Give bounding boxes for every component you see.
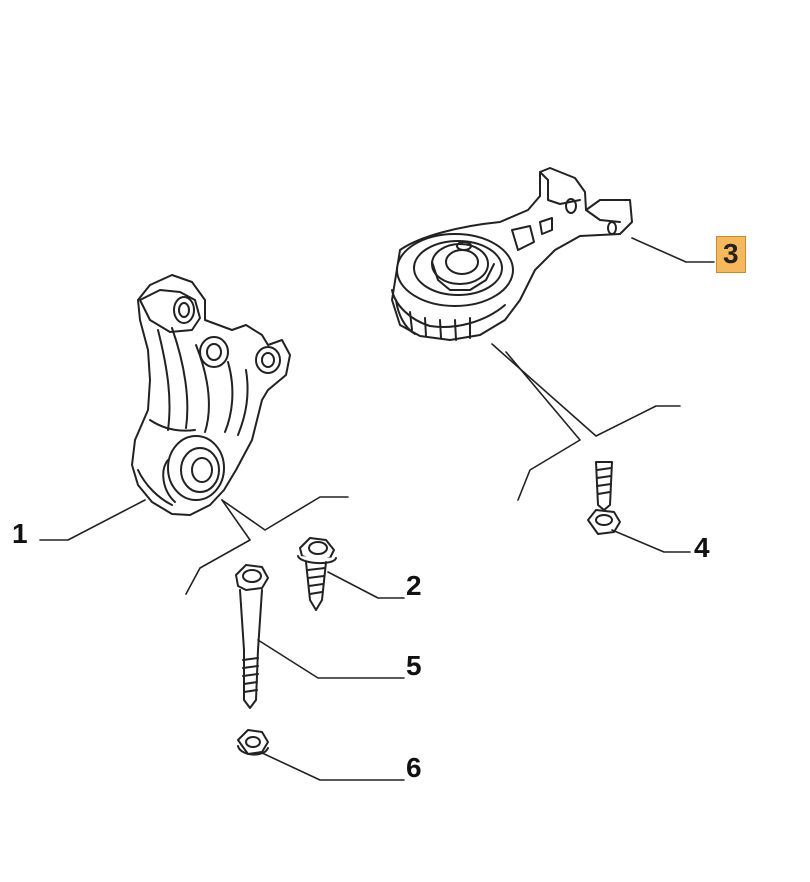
- guide-line-part1-b: [185, 499, 251, 595]
- guide-line-part3-a: [491, 343, 681, 437]
- leader-line-5: [257, 639, 405, 679]
- callout-label-5[interactable]: 5: [406, 650, 422, 681]
- leader-line-4: [611, 529, 691, 553]
- part-2-flange-bolt[interactable]: [297, 537, 337, 611]
- leader-line-3: [631, 237, 715, 263]
- callout-label-1[interactable]: 1: [12, 518, 28, 549]
- callout-label-4[interactable]: 4: [694, 532, 710, 563]
- callout-label-3[interactable]: 3: [716, 236, 746, 273]
- leader-line-6: [259, 751, 405, 781]
- callout-label-6[interactable]: 6: [406, 752, 422, 783]
- part-5-long-bolt[interactable]: [235, 564, 269, 709]
- guide-line-part3-b: [505, 351, 581, 501]
- part-6-flange-nut[interactable]: [237, 729, 269, 756]
- leader-line-1: [39, 499, 146, 541]
- part-1-mount-bracket[interactable]: [131, 274, 291, 516]
- leader-line-2: [327, 571, 405, 599]
- part-3-torque-rod-mount[interactable]: [391, 167, 633, 341]
- callout-label-2[interactable]: 2: [406, 570, 422, 601]
- part-4-flange-bolt[interactable]: [587, 461, 621, 535]
- guide-line-part1-a: [221, 496, 349, 531]
